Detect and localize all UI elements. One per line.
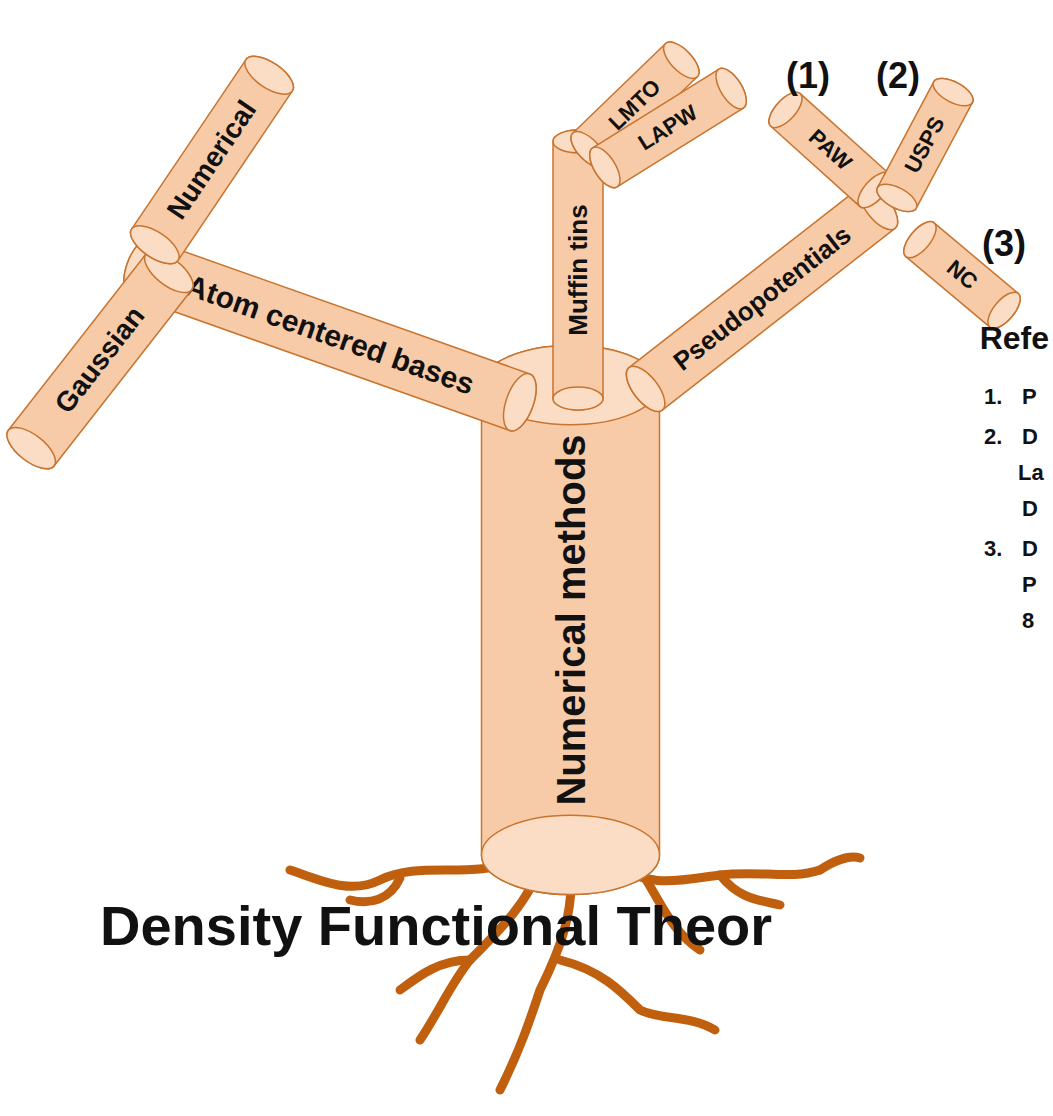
cylinder-branch: Numerical — [124, 48, 301, 271]
branch-label: Numerical methods — [550, 434, 590, 805]
branch-label: Muffin tins — [565, 204, 591, 335]
reference-text: D — [1022, 498, 1038, 520]
root — [400, 960, 470, 990]
reference-text: 2. — [984, 426, 1002, 448]
reference-text: P — [1022, 386, 1037, 408]
root — [820, 857, 860, 870]
branch-label: Atom centered bases — [182, 270, 478, 400]
root — [560, 960, 715, 1030]
reference-text: P — [1022, 574, 1037, 596]
callout-number: (2) — [876, 58, 920, 94]
cylinder-branch: USPS — [872, 72, 978, 217]
cylinder-branch: Pseudopotentials — [619, 177, 906, 418]
diagram-title: Density Functional Theor — [100, 898, 772, 954]
reference-text: 1. — [984, 386, 1002, 408]
reference-text: Refe — [980, 322, 1049, 354]
reference-text: D — [1022, 426, 1038, 448]
reference-text: 3. — [984, 538, 1002, 560]
callout-number: (3) — [982, 226, 1026, 262]
cylinder-branch: Gaussian — [0, 243, 201, 477]
reference-text: D — [1022, 538, 1038, 560]
callout-number: (1) — [786, 58, 830, 94]
reference-text: La — [1018, 462, 1044, 484]
cylinder-branch: PAW — [763, 86, 898, 214]
branch-label: Pseudopotentials — [669, 221, 856, 375]
reference-text: 8 — [1022, 610, 1034, 632]
